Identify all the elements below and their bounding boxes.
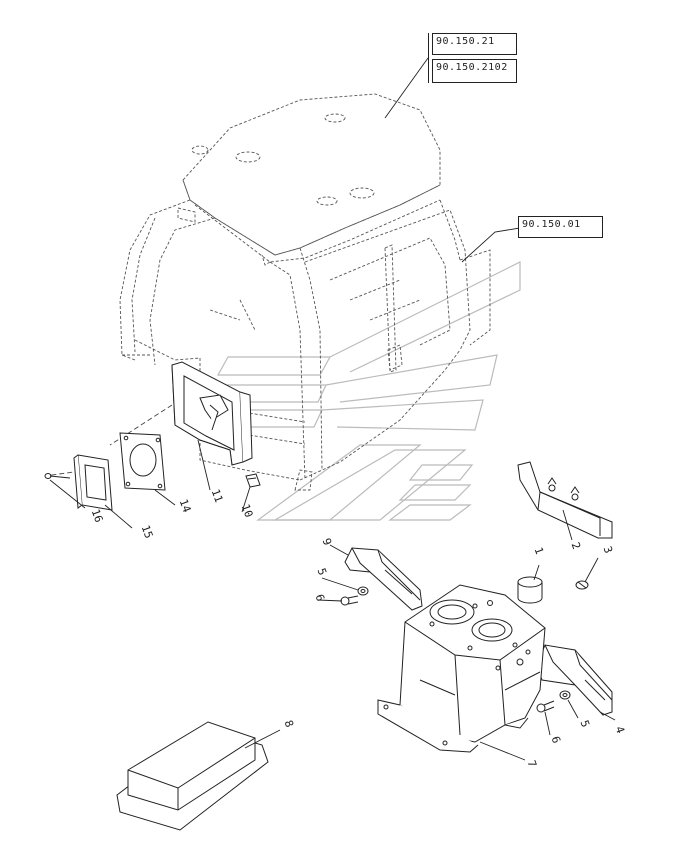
part-7-console (377, 584, 546, 753)
part-2-bracket (517, 461, 613, 539)
part-9-trim (344, 547, 423, 611)
part-10-clip (245, 473, 261, 488)
assembly-line (109, 404, 173, 446)
part-11-front-panel (171, 361, 253, 466)
cab-outline (119, 93, 491, 491)
part-1-plug (517, 576, 543, 604)
part-15-cover (73, 454, 113, 511)
reference-box-90-150-2102[interactable]: 90.150.2102 (432, 59, 517, 83)
watermark-logo (213, 261, 521, 521)
part-4-trim (536, 644, 613, 716)
washer-bolt-left (340, 586, 369, 606)
assembly-line (44, 469, 89, 477)
washer-bolt-right (536, 690, 571, 713)
leader-lines (49, 57, 616, 761)
reference-box-90-150-21[interactable]: 90.150.21 (432, 33, 517, 55)
reference-box-90-150-01[interactable]: 90.150.01 (518, 216, 603, 238)
part-14-gasket (119, 432, 166, 491)
part-16-screw (44, 473, 71, 479)
reference-bracket (428, 33, 429, 83)
part-8-mat (116, 721, 269, 831)
part-3-screw (575, 580, 589, 590)
